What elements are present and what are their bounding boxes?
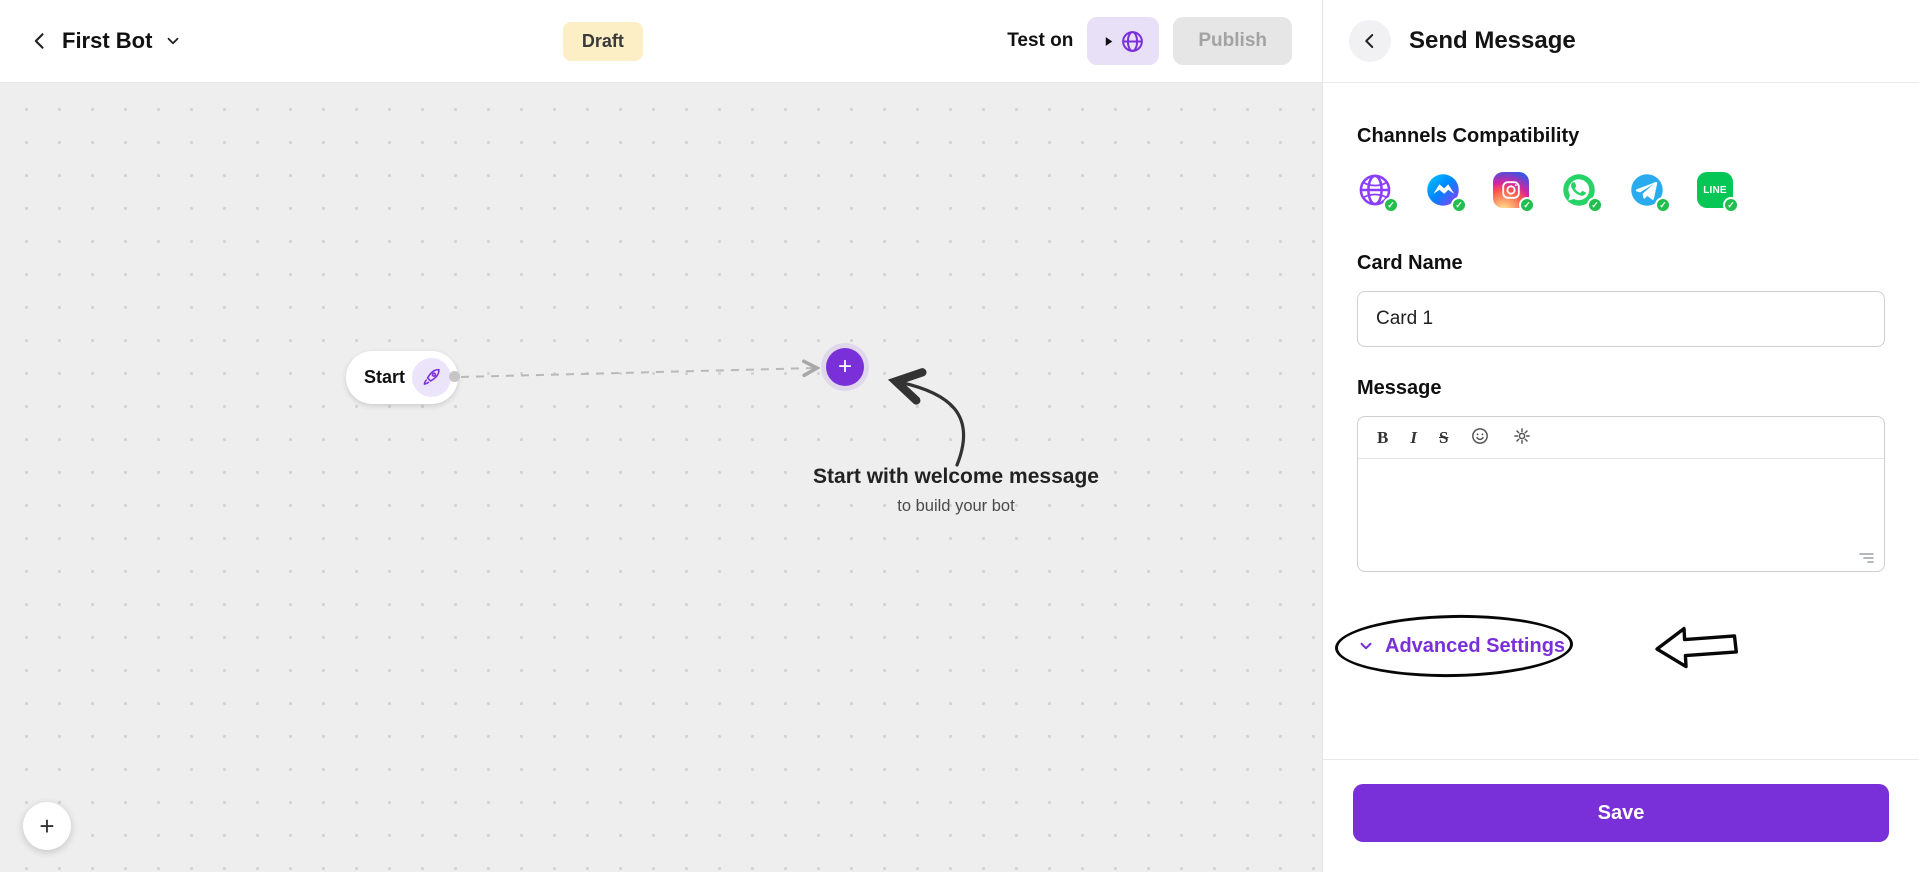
flow-canvas[interactable]: Start + Start with welcome message to bu… — [0, 83, 1322, 872]
advanced-settings-toggle[interactable]: Advanced Settings — [1357, 635, 1565, 658]
editor-toolbar: B I S — [1358, 417, 1884, 459]
check-badge-icon: ✓ — [1723, 197, 1739, 213]
play-icon — [1105, 36, 1113, 46]
chevron-left-icon — [1365, 34, 1374, 48]
card-name-label: Card Name — [1357, 252, 1463, 274]
publish-button[interactable]: Publish — [1173, 17, 1292, 65]
italic-button[interactable]: I — [1410, 428, 1417, 447]
card-name-section: Card Name — [1357, 252, 1885, 347]
check-badge-icon: ✓ — [1383, 197, 1399, 213]
message-label: Message — [1357, 377, 1442, 399]
channel-messenger-icon: ✓ — [1425, 172, 1467, 213]
empty-state-subtitle: to build your bot — [897, 497, 1015, 515]
channels-row: ✓ ✓ ✓ — [1357, 172, 1885, 213]
add-first-card-button[interactable]: + — [826, 348, 864, 386]
bold-button[interactable]: B — [1377, 428, 1389, 447]
annotation-arrow-icon — [1655, 626, 1739, 669]
channels-heading: Channels Compatibility — [1357, 125, 1580, 147]
advanced-settings-row: Advanced Settings — [1334, 612, 1885, 680]
rocket-icon — [423, 368, 440, 385]
emoji-icon — [1472, 428, 1489, 444]
top-header: First Bot Draft Test on Publish — [0, 0, 1322, 83]
empty-state-title: Start with welcome message — [813, 465, 1099, 488]
card-name-input[interactable] — [1357, 291, 1885, 347]
chevron-down-icon[interactable] — [164, 32, 182, 50]
channel-whatsapp-icon: ✓ — [1561, 172, 1603, 213]
panel-title: Send Message — [1409, 27, 1576, 54]
message-section: Message B I S — [1357, 377, 1885, 572]
channel-web-icon: ✓ — [1357, 172, 1399, 213]
status-badge: Draft — [562, 21, 643, 61]
canvas-add-button[interactable]: + — [23, 802, 71, 850]
panel-footer: Save — [1323, 759, 1919, 872]
chevron-down-icon — [1360, 642, 1372, 650]
emoji-button[interactable] — [1470, 426, 1490, 449]
check-badge-icon: ✓ — [1587, 197, 1603, 213]
message-input[interactable] — [1358, 459, 1884, 571]
back-icon[interactable] — [30, 31, 50, 51]
left-column: First Bot Draft Test on Publish — [0, 0, 1322, 872]
test-button[interactable] — [1087, 17, 1160, 65]
test-on-label: Test on — [1007, 30, 1074, 51]
check-badge-icon: ✓ — [1519, 197, 1535, 213]
resize-handle-icon[interactable] — [1858, 551, 1875, 564]
canvas-empty-state: Start with welcome message to build your… — [800, 465, 1112, 516]
channel-instagram-icon: ✓ — [1493, 172, 1535, 213]
settings-button[interactable] — [1512, 426, 1532, 449]
bot-name: First Bot — [62, 28, 153, 53]
check-badge-icon: ✓ — [1451, 197, 1467, 213]
send-message-panel: Send Message Channels Compatibility ✓ ✓ — [1322, 0, 1919, 872]
topbar-actions: Test on Publish — [1007, 17, 1292, 65]
bot-switcher[interactable]: First Bot — [30, 28, 182, 54]
panel-header: Send Message — [1323, 0, 1919, 83]
panel-back-button[interactable] — [1349, 20, 1391, 62]
channel-line-icon: LINE ✓ — [1697, 172, 1739, 213]
message-editor: B I S — [1357, 416, 1885, 572]
save-button[interactable]: Save — [1353, 784, 1889, 842]
gear-icon — [1514, 428, 1531, 444]
connector-anchor-dot — [449, 371, 460, 382]
check-badge-icon: ✓ — [1655, 197, 1671, 213]
strikethrough-button[interactable]: S — [1438, 428, 1449, 447]
start-node[interactable]: Start — [346, 351, 458, 404]
advanced-settings-label: Advanced Settings — [1385, 634, 1566, 657]
globe-icon — [1122, 30, 1143, 52]
channel-telegram-icon: ✓ — [1629, 172, 1671, 213]
panel-body: Channels Compatibility ✓ ✓ — [1323, 83, 1919, 759]
rocket-halo — [412, 358, 451, 397]
connector-overlay — [460, 83, 966, 467]
start-node-label: Start — [364, 367, 406, 387]
